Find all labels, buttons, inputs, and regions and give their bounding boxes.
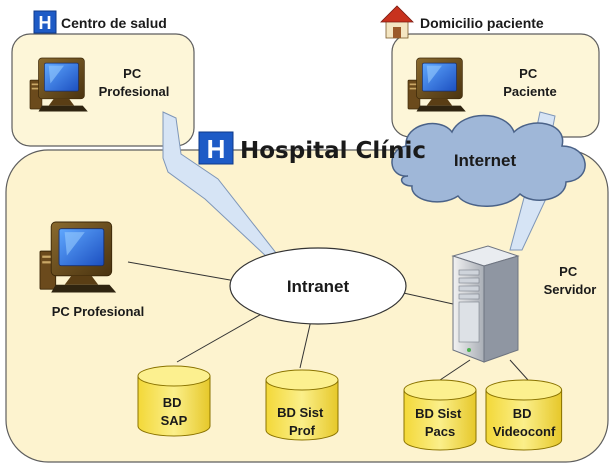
svg-text:H: H [39, 13, 52, 33]
link-intranet-hospital-pc [127, 261, 248, 284]
intranet-label: Intranet [287, 277, 350, 296]
health-center-pc-label: PC Profesional [99, 66, 170, 99]
patient-pc-label: PC Paciente [503, 66, 556, 99]
link-intranet-bd-prof [299, 315, 313, 369]
db-sap-label: BD SAP [161, 395, 188, 428]
internet-label: Internet [454, 151, 517, 170]
patient-home-title: Domicilio paciente [420, 15, 544, 31]
server-tower-icon [451, 245, 520, 363]
hospital-pc-label: PC Profesional [52, 304, 144, 319]
link-server-bd-video [509, 359, 529, 381]
server-label: PC Servidor [544, 264, 597, 297]
internet-cloud [391, 114, 586, 207]
intranet-ellipse [229, 247, 407, 325]
hospital-title: Hospital Clínic [240, 138, 426, 164]
house-icon [380, 5, 414, 39]
hospital-h-icon-small: H [33, 10, 57, 34]
db-videoconf-label: BD Videoconf [493, 406, 556, 439]
svg-text:H: H [207, 134, 226, 164]
link-intranet-bd-sap [176, 311, 266, 363]
health-center-title: Centro de salud [61, 15, 167, 31]
db-sist-prof-label: BD Sist Prof [277, 405, 327, 438]
link-server-bd-pacs [439, 359, 471, 381]
hospital-h-icon: H [198, 131, 234, 165]
db-sist-pacs-label: BD Sist Pacs [415, 406, 465, 439]
